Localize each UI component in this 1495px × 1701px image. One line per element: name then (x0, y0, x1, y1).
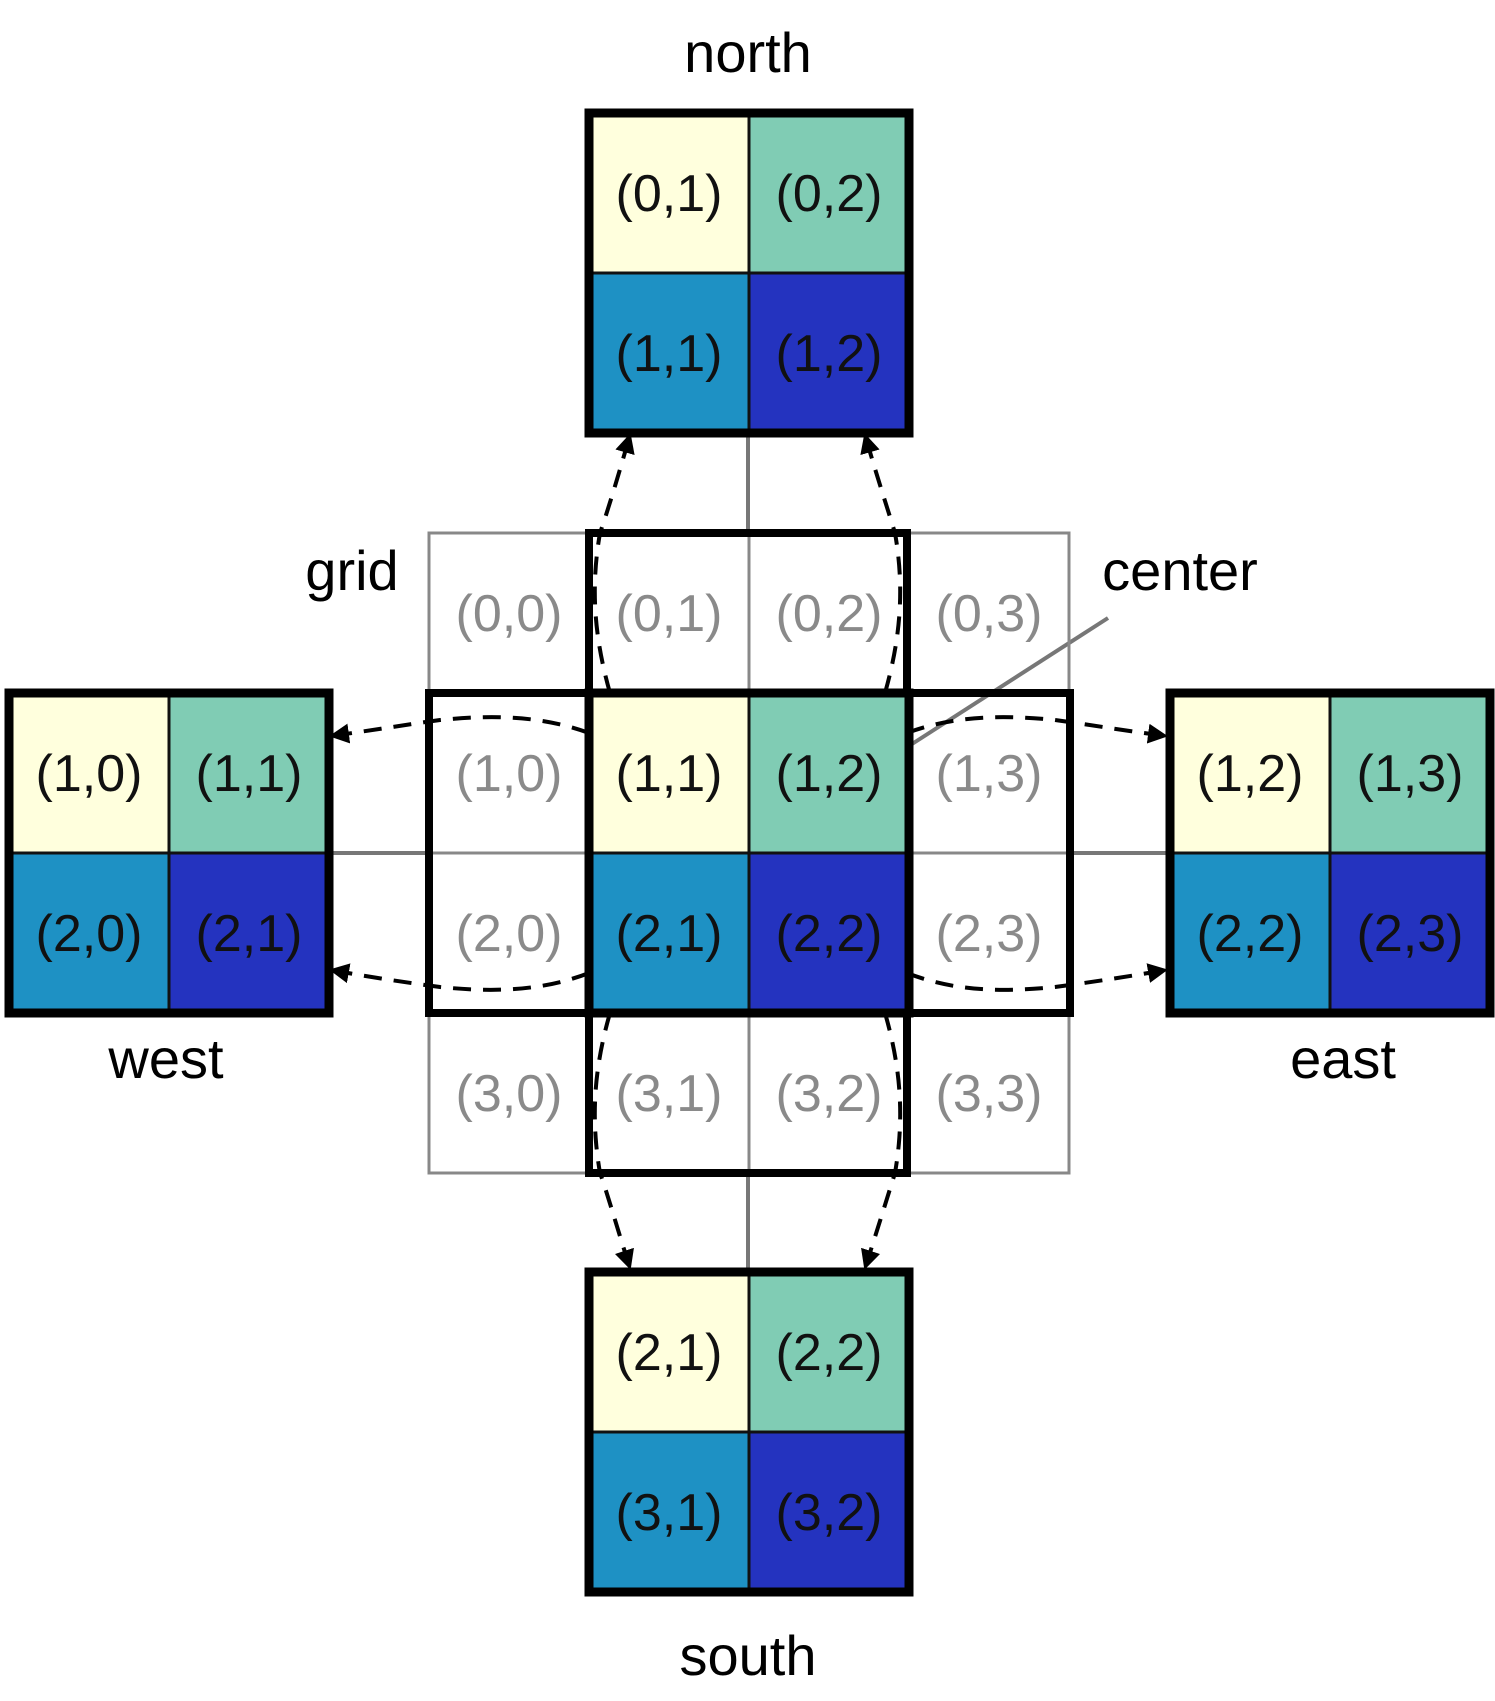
center-block-frame (584, 688, 914, 1018)
grid-cell-label: (1,0) (456, 745, 563, 803)
south-block-cell (747, 1270, 911, 1434)
east-block-frame (1165, 688, 1495, 1018)
center-block-cell-label: (2,1) (616, 905, 723, 963)
north-block-cell-label: (1,2) (776, 325, 883, 383)
west-block-cell-label: (2,1) (196, 905, 303, 963)
grid-cell-label: (2,0) (456, 905, 563, 963)
center-block-cell (747, 691, 911, 855)
grid-cell-label: (0,0) (456, 585, 563, 643)
north-label: north (684, 21, 812, 84)
east-block: (1,2) (1,3) (2,2) (2,3) (1165, 688, 1495, 1018)
grid-cell-label: (3,3) (936, 1065, 1043, 1123)
north-block-cell-label: (0,1) (616, 165, 723, 223)
center-block-cell-label: (1,1) (616, 745, 723, 803)
grid-cell-label: (0,2) (776, 585, 883, 643)
south-block-cell-label: (3,1) (616, 1484, 723, 1542)
arrow-north-left (592, 433, 635, 694)
grid-cell-label: (3,2) (776, 1065, 883, 1123)
east-block-cell-label: (2,2) (1197, 905, 1304, 963)
east-block-cell-label: (1,3) (1357, 745, 1464, 803)
grid-cell-label: (0,3) (936, 585, 1043, 643)
north-block-cell-label: (0,2) (776, 165, 883, 223)
grid-label: grid (305, 539, 398, 602)
arrow-west-bottom (329, 963, 590, 992)
dashed-arrows (329, 433, 1168, 1270)
center-block-cell (587, 691, 751, 855)
north-block-cell-label: (1,1) (616, 325, 723, 383)
north-block-frame (584, 108, 914, 438)
grid-cell-label: (3,1) (616, 1065, 723, 1123)
arrow-north-right (860, 433, 903, 694)
arrow-south-right (861, 1012, 903, 1270)
west-block-cell (167, 851, 331, 1015)
west-block-cell-label: (1,0) (36, 745, 143, 803)
south-block: (2,1) (2,2) (3,1) (3,2) (584, 1267, 914, 1597)
east-block-cell-label: (1,2) (1197, 745, 1304, 803)
north-block: (0,1) (0,2) (1,1) (1,2) (584, 108, 914, 438)
arrow-south-left (592, 1012, 634, 1270)
arrow-west-top (329, 715, 590, 744)
north-block-cell (587, 111, 751, 275)
west-block-frame (4, 688, 334, 1018)
south-block-frame (584, 1267, 914, 1597)
south-block-cell (587, 1270, 751, 1434)
south-block-cell-label: (2,1) (616, 1324, 723, 1382)
center-block-cell-label: (1,2) (776, 745, 883, 803)
grid-cell-label: (1,3) (936, 745, 1043, 803)
grid-cell-label: (2,3) (936, 905, 1043, 963)
south-block-cell-label: (2,2) (776, 1324, 883, 1382)
center-block: (1,1) (1,2) (2,1) (2,2) (584, 688, 914, 1018)
north-block-cell (587, 271, 751, 435)
south-label: south (680, 1624, 817, 1687)
east-label: east (1290, 1027, 1396, 1090)
south-block-cell (747, 1430, 911, 1594)
arrow-east-top (906, 715, 1168, 744)
grid-cell-label: (3,0) (456, 1065, 563, 1123)
center-label: center (1102, 539, 1258, 602)
grid-cell-label: (0,1) (616, 585, 723, 643)
west-block-cell-label: (1,1) (196, 745, 303, 803)
west-label: west (107, 1027, 224, 1090)
arrow-east-bottom (906, 963, 1168, 992)
west-block: (1,0) (1,1) (2,0) (2,1) (4, 688, 334, 1018)
center-block-cell-label: (2,2) (776, 905, 883, 963)
south-block-cell-label: (3,2) (776, 1484, 883, 1542)
west-block-cell-label: (2,0) (36, 905, 143, 963)
east-block-cell (1328, 691, 1492, 855)
east-block-cell-label: (2,3) (1357, 905, 1464, 963)
